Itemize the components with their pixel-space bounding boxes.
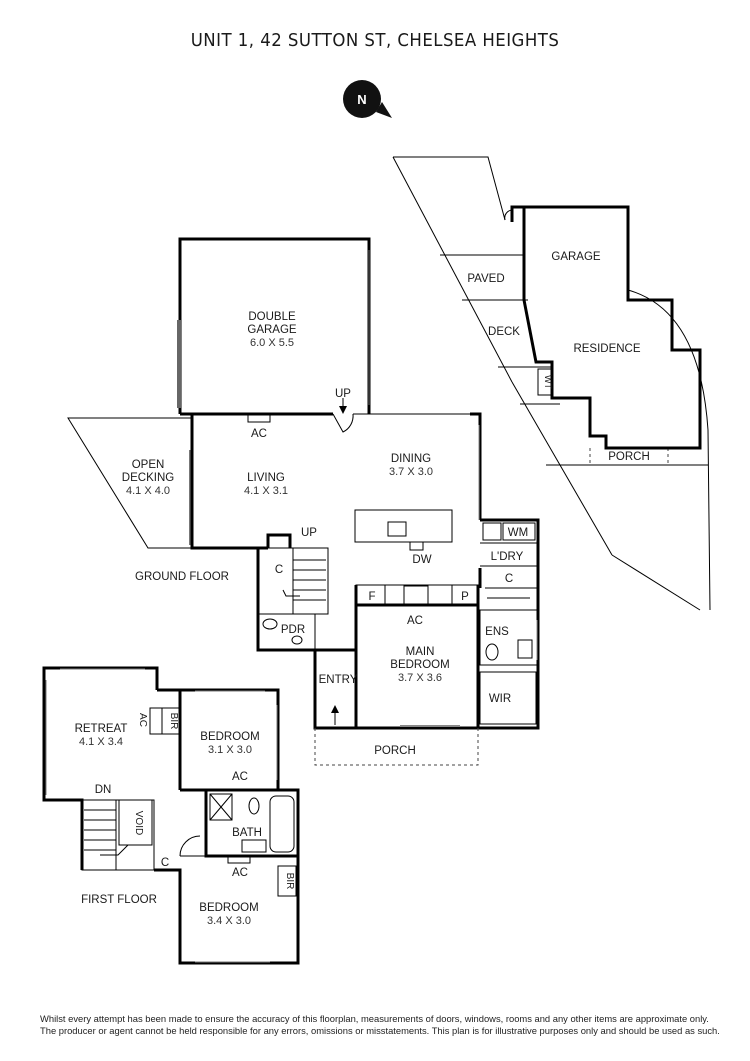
living-label: LIVING — [247, 472, 285, 484]
dining-label: DINING — [391, 453, 431, 465]
laundry-c-label: C — [505, 573, 513, 585]
disclaimer-line-2: The producer or agent cannot be held res… — [40, 1025, 720, 1036]
open-decking-label-2: DECKING — [122, 472, 174, 484]
main-bedroom-label: MAIN — [406, 646, 435, 658]
pdr-label: PDR — [281, 624, 305, 636]
double-garage-label-2: GARAGE — [247, 324, 297, 336]
entry-label: ENTRY — [319, 674, 358, 686]
retreat-ac-label: AC — [137, 713, 148, 727]
open-decking-dims: 4.1 X 4.0 — [126, 485, 170, 497]
wir-label: WIR — [489, 693, 511, 705]
site-deck-label: DECK — [488, 326, 520, 338]
ground-porch-label: PORCH — [374, 745, 416, 757]
bedroom-1-dims: 3.1 X 3.0 — [208, 744, 252, 756]
bedroom-1-label: BEDROOM — [200, 731, 259, 743]
pantry-label: P — [461, 591, 469, 603]
retreat-label: RETREAT — [75, 723, 128, 735]
bedroom-ac-label: AC — [407, 615, 423, 627]
stair-steps — [282, 548, 326, 614]
stair-c-label: C — [275, 564, 283, 576]
disclaimer-line-1: Whilst every attempt has been made to en… — [40, 1013, 709, 1024]
bir-2-label: BIR — [284, 873, 295, 890]
void-label: VOID — [133, 811, 144, 835]
bir-1-label: BIR — [168, 713, 179, 730]
ground-floor-plan: DOUBLE GARAGE 6.0 X 5.5 UP AC OPEN DECKI… — [67, 237, 540, 766]
dining-dims: 3.7 X 3.0 — [389, 466, 433, 478]
main-bedroom-dims: 3.7 X 3.6 — [398, 672, 442, 684]
main-bedroom-label-2: BEDROOM — [390, 659, 449, 671]
site-residence-label: RESIDENCE — [573, 343, 640, 355]
living-ac-label: AC — [251, 428, 267, 440]
laundry-label: L'DRY — [491, 551, 524, 563]
retreat-dims: 4.1 X 3.4 — [79, 736, 123, 748]
stair-up-label: UP — [301, 527, 317, 539]
wm-label: WM — [508, 527, 528, 539]
ens-label: ENS — [485, 626, 509, 638]
bedroom-2-ac-label: AC — [232, 867, 248, 879]
north-arrow-icon: N — [343, 80, 392, 118]
site-garage-label: GARAGE — [551, 251, 601, 263]
first-floor-c-label: C — [161, 857, 169, 869]
garage-up-label: UP — [335, 388, 351, 400]
plan-title: UNIT 1, 42 SUTTON ST, CHELSEA HEIGHTS — [190, 30, 560, 51]
double-garage-label: DOUBLE — [248, 311, 296, 323]
bedroom-2-dims: 3.4 X 3.0 — [207, 915, 251, 927]
bath-label: BATH — [232, 827, 262, 839]
bedroom-2-label: BEDROOM — [199, 902, 258, 914]
first-floor-stair-steps — [84, 800, 129, 870]
bath-ac-label: AC — [232, 771, 248, 783]
disclaimer: Whilst every attempt has been made to en… — [40, 1013, 730, 1037]
living-dims: 4.1 X 3.1 — [244, 485, 288, 497]
first-floor-heading: FIRST FLOOR — [81, 894, 157, 906]
site-plan: WT GARAGE PAVED DECK RESIDENCE PORCH — [392, 156, 711, 611]
first-floor-plan: RETREAT 4.1 X 3.4 AC BIR BEDROOM 3.1 X 3… — [42, 666, 300, 965]
site-porch-label: PORCH — [608, 451, 650, 463]
double-garage-dims: 6.0 X 5.5 — [250, 337, 294, 349]
dn-label: DN — [95, 784, 112, 796]
compass-label: N — [357, 92, 366, 107]
site-paved-label: PAVED — [467, 273, 504, 285]
site-wt-label: WT — [543, 375, 553, 389]
open-decking-label: OPEN — [132, 459, 165, 471]
dw-label: DW — [412, 554, 431, 566]
fridge-label: F — [368, 591, 375, 603]
ground-floor-heading: GROUND FLOOR — [135, 571, 229, 583]
